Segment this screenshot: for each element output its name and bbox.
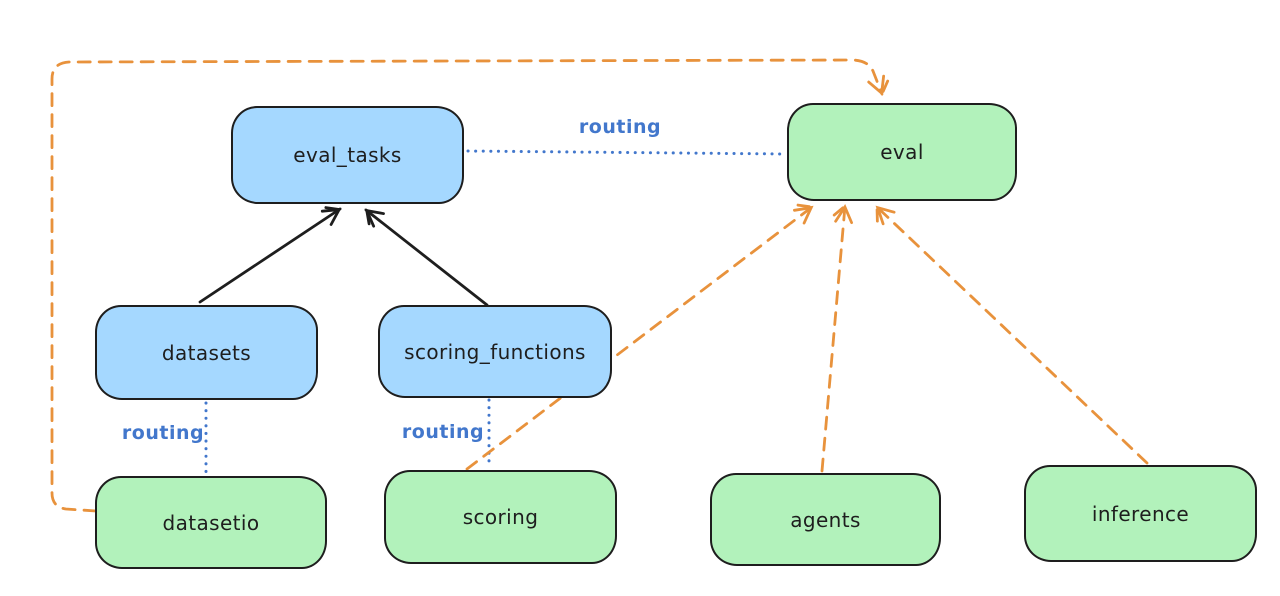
node-eval: eval bbox=[787, 103, 1017, 201]
node-agents: agents bbox=[710, 473, 941, 566]
edge-eval-tasks-eval bbox=[466, 149, 788, 156]
edge-label-routing-mid: routing bbox=[401, 421, 485, 443]
edge-agents-eval bbox=[820, 204, 853, 473]
node-label: datasets bbox=[161, 340, 252, 365]
node-label: eval_tasks bbox=[293, 143, 402, 167]
edge-label-routing-top: routing bbox=[578, 116, 662, 138]
edge-label-routing-left: routing bbox=[121, 422, 205, 444]
node-datasets: datasets bbox=[95, 305, 318, 400]
node-inference: inference bbox=[1024, 465, 1257, 562]
node-label: agents bbox=[790, 507, 861, 532]
node-eval-tasks: eval_tasks bbox=[231, 106, 464, 204]
node-label: scoring_functions bbox=[404, 339, 586, 364]
node-scoring-functions: scoring_functions bbox=[378, 305, 612, 398]
edge-datasets-eval-tasks bbox=[198, 206, 342, 304]
edge-scoring-functions-eval-tasks bbox=[364, 208, 489, 307]
edge-datasetio-eval bbox=[50, 58, 890, 513]
edge-scoring-eval bbox=[465, 203, 814, 471]
node-label: datasetio bbox=[162, 510, 260, 535]
edge-inference-eval bbox=[875, 205, 1149, 465]
node-scoring: scoring bbox=[384, 470, 617, 564]
node-label: eval bbox=[880, 140, 924, 164]
node-datasetio: datasetio bbox=[95, 476, 327, 569]
node-label: inference bbox=[1091, 501, 1190, 526]
node-label: scoring bbox=[462, 505, 539, 529]
